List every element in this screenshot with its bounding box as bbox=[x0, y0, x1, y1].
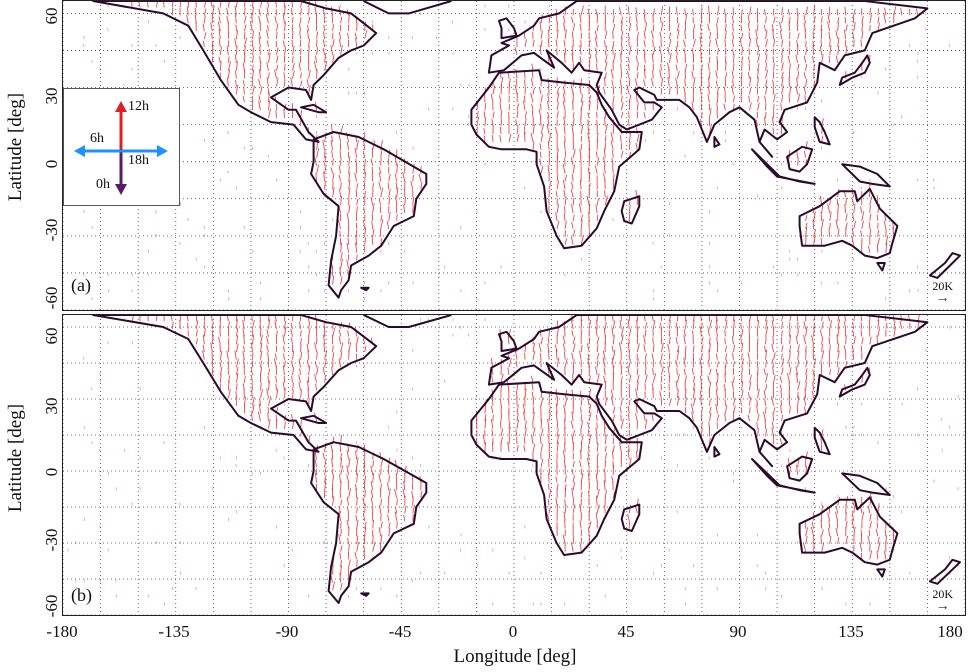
y-tick-b-0: 0 bbox=[42, 467, 61, 477]
coast-south-america bbox=[310, 131, 428, 299]
map-panel-a: (a) 20K → bbox=[62, 0, 966, 311]
x-tick-90: 90 bbox=[729, 622, 747, 641]
y-tick-b-m60: -60 bbox=[42, 594, 61, 618]
coast-sri-lanka bbox=[713, 136, 721, 148]
x-tick-45: 45 bbox=[617, 622, 635, 641]
coast-japan bbox=[838, 366, 871, 398]
coastlines bbox=[92, 315, 961, 604]
x-tick-m45: -45 bbox=[388, 622, 412, 641]
x-tick-m90: -90 bbox=[275, 622, 299, 641]
coast-japan bbox=[838, 54, 871, 86]
coast-indonesia bbox=[751, 148, 816, 185]
coast-borneo bbox=[786, 145, 814, 173]
x-tick-m180: -180 bbox=[46, 622, 78, 641]
coast-africa bbox=[470, 381, 643, 556]
coast-uk bbox=[498, 17, 518, 40]
legend-label-6h: 6h bbox=[90, 131, 104, 146]
map-svg-a bbox=[63, 1, 965, 310]
coast-tasmania bbox=[876, 568, 886, 578]
coast-philippines bbox=[813, 426, 831, 456]
y-tick-b-30: 30 bbox=[42, 397, 61, 415]
coast-new-zealand bbox=[928, 558, 961, 585]
map-svg-b bbox=[63, 315, 965, 615]
scale-label-a: 20K bbox=[932, 279, 953, 293]
coast-falklands bbox=[360, 592, 370, 597]
coast-north-america bbox=[92, 315, 378, 453]
coast-philippines bbox=[813, 116, 831, 146]
legend-cross-svg bbox=[74, 101, 168, 195]
x-tick-0: 0 bbox=[508, 622, 518, 641]
y-tick-a-m60: -60 bbox=[42, 286, 61, 310]
legend-label-0h: 0h bbox=[96, 177, 110, 192]
coast-borneo bbox=[786, 455, 814, 482]
map-panel-b: (b) 20K → bbox=[62, 314, 966, 616]
coast-uk bbox=[498, 330, 518, 352]
coast-greenland-edge bbox=[363, 1, 452, 15]
scale-arrow-a: 20K → bbox=[932, 279, 953, 306]
y-tick-a-0: 0 bbox=[42, 159, 61, 169]
scale-arrow-b: 20K → bbox=[932, 587, 953, 614]
panel-label-b: (b) bbox=[71, 585, 92, 605]
y-tick-b-60: 60 bbox=[42, 327, 61, 345]
y-tick-b-m30: -30 bbox=[42, 528, 61, 552]
coast-cuba bbox=[300, 414, 328, 424]
coast-europe-asia bbox=[487, 1, 929, 158]
x-tick-180: 180 bbox=[937, 622, 963, 641]
coast-madagascar bbox=[620, 503, 641, 532]
coast-new-guinea bbox=[841, 163, 891, 188]
x-tick-m135: -135 bbox=[158, 622, 190, 641]
coast-south-america bbox=[310, 441, 428, 604]
right-arrow-icon: → bbox=[935, 599, 950, 614]
y-axis-label-a: Latitude [deg] bbox=[5, 92, 26, 202]
coastlines bbox=[92, 1, 961, 299]
coast-new-guinea bbox=[841, 472, 891, 496]
coast-madagascar bbox=[620, 195, 641, 225]
scale-label-b: 20K bbox=[932, 587, 953, 601]
coast-new-zealand bbox=[928, 252, 961, 279]
grid-lines bbox=[63, 1, 965, 310]
right-arrow-icon: → bbox=[935, 291, 950, 306]
x-tick-135: 135 bbox=[838, 622, 864, 641]
coast-cuba bbox=[300, 103, 328, 114]
phase-legend: 12h 6h 18h 0h bbox=[63, 88, 180, 206]
y-tick-a-60: 60 bbox=[42, 7, 61, 25]
coast-australia bbox=[798, 496, 899, 566]
coast-greenland-edge bbox=[363, 315, 452, 328]
y-tick-a-m30: -30 bbox=[42, 218, 61, 242]
coast-north-america bbox=[92, 1, 378, 143]
coast-sri-lanka bbox=[713, 446, 721, 458]
panel-label-a: (a) bbox=[71, 275, 91, 295]
coast-indonesia bbox=[751, 458, 816, 494]
legend-label-18h: 18h bbox=[128, 153, 149, 168]
coast-europe-asia bbox=[487, 315, 929, 468]
x-axis-label: Longitude [deg] bbox=[453, 646, 577, 667]
legend-label-12h: 12h bbox=[128, 99, 149, 114]
coast-australia bbox=[798, 187, 899, 260]
coast-falklands bbox=[360, 286, 370, 292]
coast-tasmania bbox=[876, 262, 886, 272]
vector-field bbox=[67, 315, 960, 606]
y-axis-label-b: Latitude [deg] bbox=[5, 403, 26, 513]
y-tick-a-30: 30 bbox=[42, 87, 61, 105]
coast-africa bbox=[470, 69, 643, 250]
